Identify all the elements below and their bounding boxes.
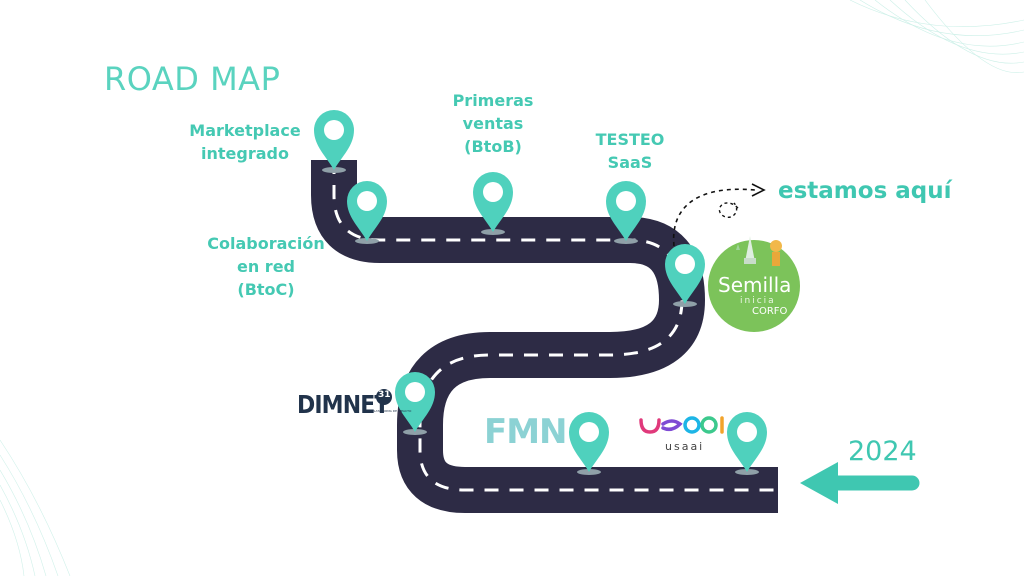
milestone-testeo-saas: TESTEO SaaS (582, 128, 678, 174)
decorative-waves-top-right (849, 0, 1024, 74)
location-pin-icon (347, 181, 387, 244)
usaai-logo-mark (639, 416, 724, 434)
location-pin-icon (665, 244, 705, 307)
start-year-label: 2024 (848, 436, 917, 467)
location-pin-icon (606, 181, 646, 244)
milestone-label-line: Colaboración (207, 234, 325, 253)
dimnet-logo-tagline: PLATAFORMA DE IMPACTO (372, 409, 412, 413)
decorative-waves-bottom-left (0, 439, 71, 576)
arrow-head-icon (751, 183, 766, 197)
dimnet-logo (376, 389, 392, 405)
milestone-label-line: (BtoC) (237, 280, 295, 299)
location-pin-icon (314, 110, 354, 173)
location-pin-icon (395, 372, 435, 435)
milestone-colaboracion: Colaboración en red (BtoC) (200, 232, 332, 301)
corfo-logo-text: CORFO (752, 306, 788, 317)
page-title: ROAD MAP (104, 60, 281, 98)
location-pin-icon (473, 172, 513, 235)
fmn-logo: FMN (484, 412, 568, 452)
milestone-primeras-ventas: Primeras ventas (BtoB) (437, 89, 549, 158)
milestone-label-line: Marketplace (189, 121, 301, 140)
semilla-logo-sub: inicia (740, 296, 776, 306)
spiral-icon (718, 202, 739, 219)
milestone-label-line: (BtoB) (464, 137, 522, 156)
timeline-start-arrow (800, 462, 920, 504)
milestone-label-line: integrado (201, 144, 289, 163)
milestone-marketplace: Marketplace integrado (184, 119, 306, 165)
milestone-label-line: SaaS (607, 153, 653, 172)
dimnet-logo-name: DIMNET (297, 390, 389, 419)
location-pin-icon (727, 412, 767, 475)
milestone-label-line: TESTEO (595, 130, 665, 149)
milestone-label-line: ventas (462, 114, 524, 133)
current-position-label: estamos aquí (778, 178, 952, 204)
location-pin-icon (569, 412, 609, 475)
current-position-arrow (672, 188, 756, 247)
usaai-logo-name: usaai (665, 440, 705, 453)
semilla-logo-name: Semilla (718, 273, 792, 297)
milestone-label-line: en red (236, 257, 295, 276)
dimnet-logo-badge: 31 (378, 390, 391, 400)
semilla-corfo-logo (708, 236, 800, 332)
milestone-label-line: Primeras (452, 91, 534, 110)
